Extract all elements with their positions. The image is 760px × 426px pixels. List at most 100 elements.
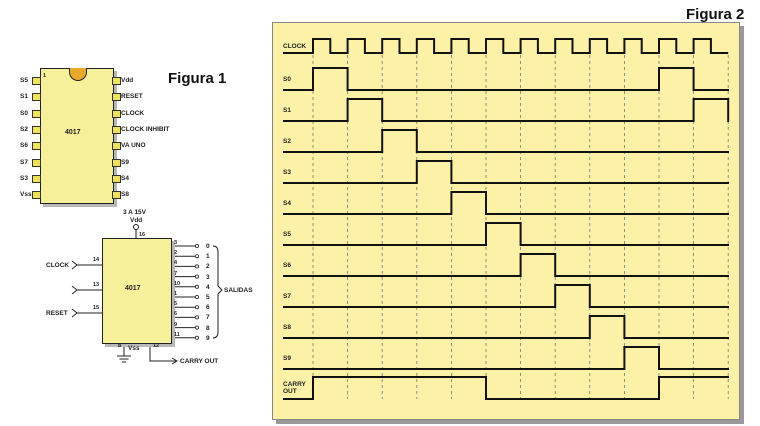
pin-label-right: CLOCK: [121, 109, 145, 117]
output-terminal: [194, 274, 199, 279]
pin-label-right: S9: [121, 158, 129, 166]
chip-pin-left: [32, 191, 41, 200]
signal-label: S5: [283, 231, 291, 238]
signal-label: S7: [283, 293, 291, 300]
output-terminal: [194, 315, 199, 320]
clock-trace: [283, 38, 729, 54]
output-number: 3: [206, 273, 210, 281]
pin-label-left: S0: [20, 109, 28, 117]
output-number: 7: [206, 314, 210, 322]
carry-out-label: CARRY OUT: [180, 358, 219, 365]
input-label: CLOCK: [46, 262, 70, 269]
output-terminal: [194, 335, 199, 340]
carry-out-wire: [149, 342, 176, 362]
output-pin-number: 4: [174, 260, 178, 267]
output-number: 5: [206, 294, 210, 301]
chip-pin-right: [112, 191, 121, 200]
signal-label: S9: [283, 355, 291, 362]
signal-label: CARRY OUT: [283, 381, 306, 395]
output-terminal: [194, 284, 199, 289]
chip-pin-right: [112, 174, 121, 183]
signal-label: S2: [283, 138, 291, 145]
chip-pin-right: [112, 93, 121, 102]
chip-pin-right: [112, 158, 121, 167]
output-terminal: [194, 294, 199, 299]
output-number: 4: [206, 283, 210, 291]
chip-pin-right: [112, 125, 121, 134]
vdd-pin-number: 16: [139, 232, 146, 238]
figure-2-title: Figura 2: [686, 6, 745, 23]
output-number: 2: [206, 263, 210, 271]
signal-label: S8: [283, 324, 291, 331]
vdd-terminal: [133, 224, 139, 230]
output-pin-number: 7: [174, 270, 178, 277]
pin-1-marker: 1: [43, 73, 47, 79]
figure-1-wiring: [71, 224, 223, 365]
input-pin-number: 14: [93, 257, 100, 263]
output-terminal: [194, 254, 199, 259]
signal-trace-s2: [283, 129, 729, 153]
output-number: 1: [206, 253, 210, 261]
pin-label-left: S3: [20, 174, 28, 182]
output-pin-number: 3: [174, 240, 178, 246]
signal-label: S1: [283, 107, 291, 114]
chip-pin-left: [32, 125, 41, 134]
chip-pin-left: [32, 142, 41, 151]
signal-trace-s6: [283, 253, 729, 277]
carry-out-arrow: [171, 357, 178, 365]
signal-trace-s5: [283, 222, 729, 246]
chip-pin-right: [112, 109, 121, 118]
input-arrow: [71, 260, 78, 270]
output-terminal: [194, 325, 199, 330]
output-pin-number: 5: [174, 301, 178, 308]
output-terminal: [194, 264, 199, 269]
output-pin-number: 2: [174, 250, 178, 257]
figure-1-title: Figura 1: [168, 70, 227, 87]
pin-label-left: S5: [20, 77, 28, 84]
signal-label: S4: [283, 200, 291, 207]
pin-label-right: Vdd: [121, 77, 134, 84]
vss-pin-number: 8: [118, 343, 122, 349]
chip-name: 4017: [65, 129, 81, 136]
signal-trace-s8: [283, 315, 729, 339]
signal-trace-s0: [283, 67, 729, 91]
pin-label-right: RESET: [121, 93, 143, 101]
output-pin-number: 9: [174, 321, 178, 328]
input-arrow: [71, 285, 78, 295]
carry-pin-number: 12: [153, 343, 160, 349]
output-number: 9: [206, 334, 210, 342]
pin-label-left: S6: [20, 142, 28, 150]
timing-diagram: [283, 38, 730, 400]
vdd-label: Vdd: [130, 217, 143, 224]
signal-label: S0: [283, 76, 291, 83]
pin-label-left: Vss: [20, 191, 32, 199]
ic-4017-pinout: 4017: [40, 68, 114, 204]
chip-pin-left: [32, 174, 41, 183]
pin-label-left: S1: [20, 93, 28, 101]
output-terminal: [194, 305, 199, 310]
ic-4017-schematic: 4017: [102, 238, 172, 344]
chip-pin-right: [112, 142, 121, 151]
outputs-label: SALIDAS: [224, 287, 253, 294]
outputs-bracket: [212, 245, 223, 339]
input-label: RESET: [46, 310, 68, 317]
chip-notch: [69, 68, 87, 81]
output-pin-number: 10: [174, 280, 181, 287]
output-pin-number: 11: [174, 331, 180, 338]
pin-label-right: S4: [121, 174, 129, 182]
signal-trace-s4: [283, 191, 729, 215]
signal-label: CLOCK: [283, 43, 307, 50]
input-pin-number: 13: [93, 282, 100, 288]
output-number: 8: [206, 324, 210, 332]
output-number: 6: [206, 304, 210, 312]
chip-name: 4017: [125, 285, 141, 292]
signal-trace-s9: [283, 346, 729, 370]
chip-pin-left: [32, 158, 41, 167]
chip-pin-right: [112, 77, 121, 85]
output-pin-number: 1: [174, 291, 178, 297]
signal-label: S3: [283, 169, 291, 176]
pin-label-left: S2: [20, 125, 28, 133]
input-pin-number: 15: [93, 305, 100, 311]
output-number: 0: [206, 243, 210, 250]
